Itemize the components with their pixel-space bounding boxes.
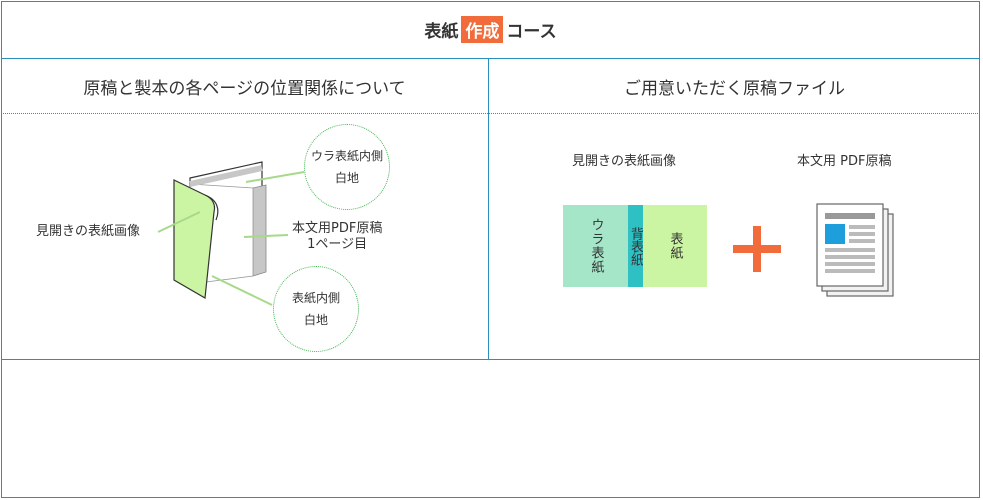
title-suffix: コース	[506, 22, 557, 42]
spine-text: 背表紙	[628, 226, 643, 266]
front-cover-text: 表紙	[667, 232, 683, 260]
body-pdf-label-line1: 本文用PDF原稿	[292, 221, 383, 236]
body-pdf-label: 本文用PDF原稿 1ページ目	[292, 221, 382, 253]
title-highlight: 作成	[461, 16, 504, 43]
front-cover-panel: 表紙	[643, 205, 707, 287]
page-title: 表紙 作成 コース	[1, 1, 980, 59]
plus-icon	[733, 226, 781, 272]
binding-relation-section: 原稿と製本の各ページの位置関係について	[1, 59, 489, 360]
back-cover-text: ウラ表紙	[588, 218, 604, 274]
spine-panel: 背表紙	[628, 205, 643, 287]
open-book-illustration	[173, 161, 267, 299]
front-cover-inner-white: 白地	[303, 313, 328, 327]
cover-image-label: 見開きの表紙画像	[36, 224, 141, 239]
required-files-heading: ご用意いただく原稿ファイル	[489, 59, 980, 114]
back-cover-inner-circle: ウラ表紙内側 白地	[304, 124, 390, 210]
title-prefix: 表紙	[424, 22, 459, 42]
spread-cover-label: 見開きの表紙画像	[572, 154, 677, 169]
front-cover-inner-label: 表紙内側	[291, 291, 340, 305]
document-stack-icon	[816, 203, 894, 297]
body-pdf-file-label: 本文用 PDF原稿	[797, 154, 892, 169]
required-files-section: ご用意いただく原稿ファイル	[489, 59, 980, 360]
leader-lines	[157, 171, 305, 306]
binding-relation-heading: 原稿と製本の各ページの位置関係について	[1, 59, 488, 114]
back-cover-inner-label: ウラ表紙内側	[310, 149, 383, 163]
back-cover-inner-white: 白地	[334, 171, 359, 185]
back-cover-panel: ウラ表紙	[563, 205, 629, 287]
front-cover-inner-circle: 表紙内側 白地	[273, 266, 359, 352]
section-divider	[1, 359, 980, 360]
body-pdf-label-line2: 1ページ目	[307, 237, 368, 252]
